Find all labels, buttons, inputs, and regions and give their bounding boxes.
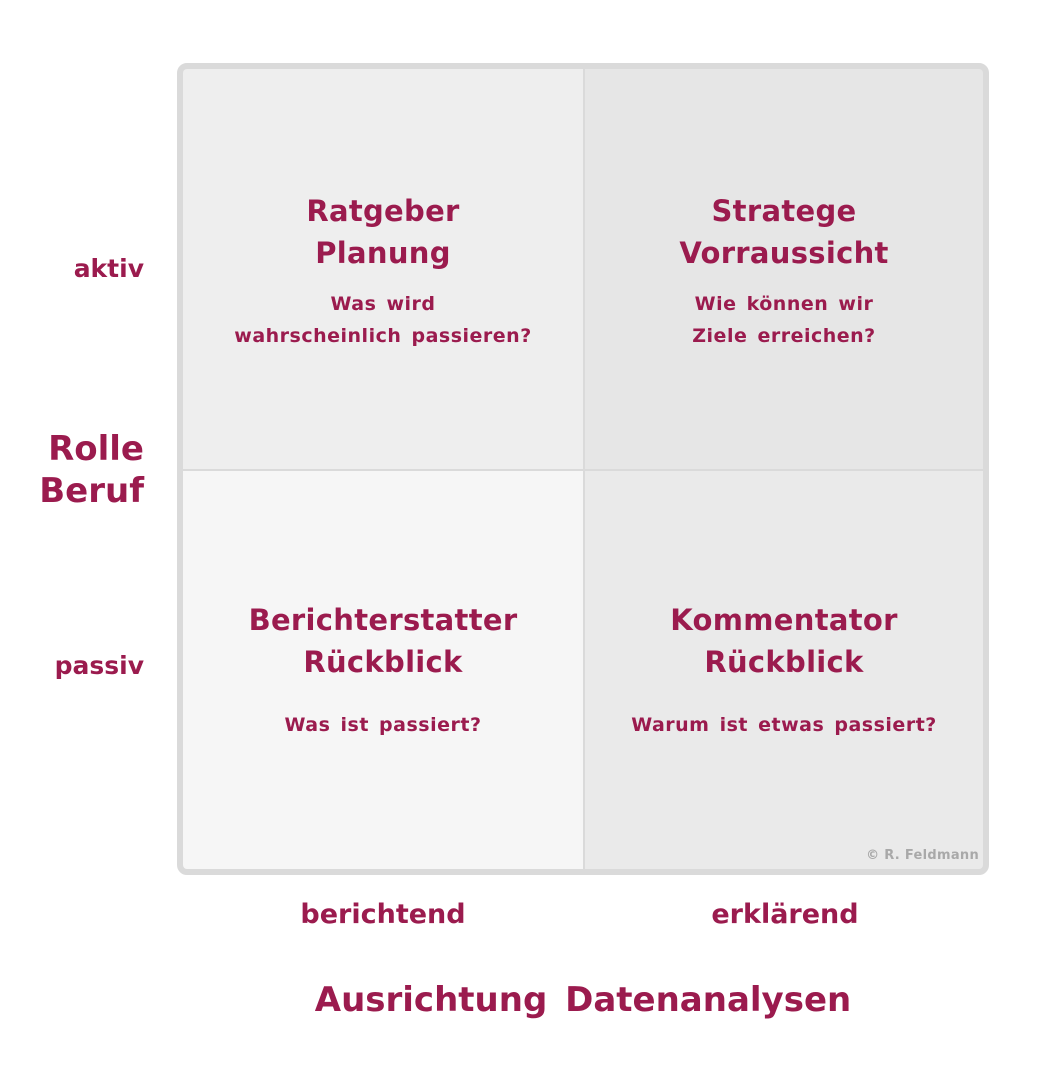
quadrant-title-line2: Vorraussicht (679, 236, 889, 270)
copyright-notice: © R. Feldmann (866, 848, 979, 863)
quadrant-bottom-right: Kommentator Rückblick Warum ist etwas pa… (585, 471, 983, 869)
quadrant-title-line1: Berichterstatter (248, 603, 518, 637)
x-axis-left-label: berichtend (300, 899, 466, 930)
quadrant-title-line2: Rückblick (303, 645, 463, 679)
x-axis-title: Ausrichtung Datenanalysen (314, 980, 852, 1020)
quadrant-title-line1: Ratgeber (306, 194, 460, 228)
quadrant-title-line2: Rückblick (704, 645, 864, 679)
quadrant-title: Berichterstatter Rückblick (183, 599, 583, 683)
quadrant-top-left: Ratgeber Planung Was wird wahrscheinlich… (183, 69, 583, 469)
quadrant-question-line1: Warum ist etwas passiert? (631, 714, 937, 736)
quadrant-title: Stratege Vorraussicht (585, 190, 983, 274)
quadrant-question-line1: Was ist passiert? (284, 714, 482, 736)
quadrant-matrix: Ratgeber Planung Was wird wahrscheinlich… (177, 63, 989, 875)
quadrant-question-line1: Was wird (330, 293, 436, 315)
quadrant-question-line2: wahrscheinlich passieren? (234, 325, 532, 347)
y-axis-top-label: aktiv (73, 254, 144, 283)
y-axis-title-line1: Rolle (48, 429, 144, 469)
quadrant-question-line2: Ziele erreichen? (692, 325, 876, 347)
quadrant-title-line1: Kommentator (670, 603, 898, 637)
x-axis-right-label: erklärend (711, 899, 859, 930)
y-axis-title-line2: Beruf (39, 471, 144, 511)
quadrant-title-line2: Planung (315, 236, 451, 270)
quadrant-question-line1: Wie können wir (694, 293, 874, 315)
y-axis-bottom-label: passiv (54, 651, 144, 680)
quadrant-bottom-left: Berichterstatter Rückblick Was ist passi… (183, 471, 583, 869)
quadrant-title-line1: Stratege (711, 194, 857, 228)
quadrant-title: Ratgeber Planung (183, 190, 583, 274)
quadrant-question: Wie können wir Ziele erreichen? (585, 288, 983, 352)
quadrant-title: Kommentator Rückblick (585, 599, 983, 683)
quadrant-top-right: Stratege Vorraussicht Wie können wir Zie… (585, 69, 983, 469)
y-axis-title: Rolle Beruf (39, 428, 144, 512)
quadrant-question: Was wird wahrscheinlich passieren? (183, 288, 583, 352)
quadrant-question: Was ist passiert? (183, 709, 583, 741)
quadrant-question: Warum ist etwas passiert? (585, 709, 983, 741)
